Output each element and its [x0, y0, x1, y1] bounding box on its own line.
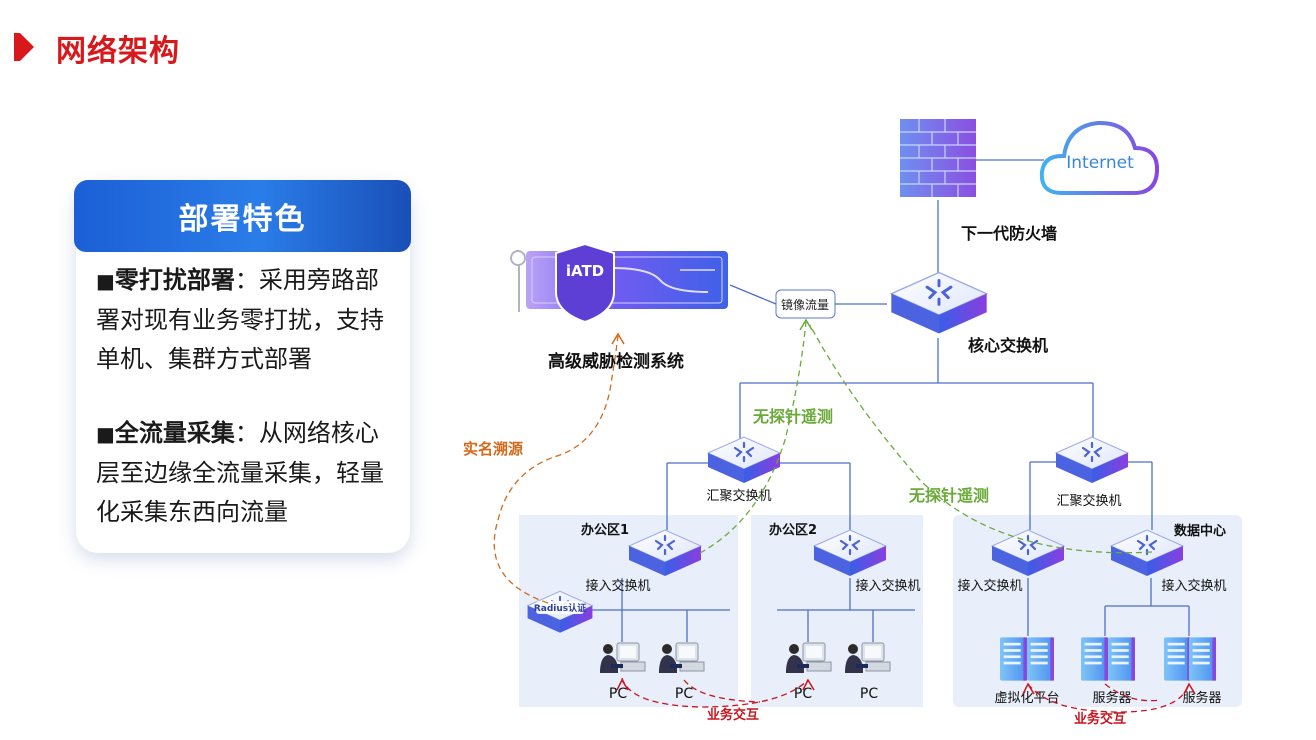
probe-label-left: 无探针遥测 [752, 407, 833, 426]
zone-office2-title: 办公区2 [769, 522, 817, 538]
feature-card-heading: 部署特色 [74, 180, 411, 252]
pc-label: PC [860, 686, 878, 702]
pc-icon [785, 642, 832, 674]
probe-label-right: 无探针遥测 [908, 486, 989, 505]
arrow-head-icon [802, 678, 815, 691]
pc-label: PC [794, 686, 812, 702]
feature-item-title: 零打扰部署 [114, 266, 235, 294]
firewall-label: 下一代防火墙 [961, 224, 1057, 243]
feature-item-title: 全流量采集 [114, 419, 235, 447]
internet-cloud-icon: Internet [1039, 120, 1160, 195]
atd-system-label: 高级威胁检测系统 [548, 351, 684, 372]
server-icon [1108, 637, 1135, 681]
atd-appliance-icon: iATD [510, 242, 728, 324]
feature-item-text: ：从网络核心层至边缘全流量采集，轻量化采集东西向流量 [96, 419, 384, 526]
arrow-head-icon [1183, 682, 1196, 695]
pc-icon [844, 642, 891, 674]
business-flow-right-inner [1104, 683, 1161, 702]
mirror-traffic-label: 镜像流量 [781, 297, 829, 312]
feature-item-text: ：采用旁路部署对现有业务零打扰，支持单机、集群方式部署 [96, 266, 384, 373]
access-switch-dc1-label: 接入交换机 [957, 578, 1022, 594]
core-switch-icon [889, 270, 989, 336]
pc-label: PC [675, 686, 693, 702]
arrow-head-icon [799, 318, 813, 331]
business-flow-left-inner [683, 679, 761, 703]
access-switch-dc2-label: 接入交换机 [1161, 578, 1226, 594]
zone-datacenter-title: 数据中心 [1174, 523, 1226, 539]
trace-flow [493, 335, 619, 604]
server-icon [1164, 637, 1191, 681]
feature-item-zero-disturb: ■零打扰部署：采用旁路部署对现有业务零打扰，支持单机、集群方式部署 [96, 261, 396, 379]
probe-flow-right [809, 324, 1153, 554]
agg-switch-left-icon [706, 435, 782, 485]
atd-badge-label: iATD [566, 262, 604, 280]
server-icon [1000, 637, 1027, 681]
business-flow-right [1027, 683, 1190, 713]
business-label-left: 业务交互 [707, 707, 759, 723]
agg-switch-right-label: 汇聚交换机 [1056, 493, 1121, 509]
arrow-head-icon [616, 678, 629, 691]
pc-icon [658, 642, 705, 674]
bullet-square-icon: ■ [96, 269, 115, 293]
arrow-head-icon [611, 332, 625, 345]
bullet-square-icon: ■ [96, 422, 115, 446]
trace-label: 实名溯源 [463, 440, 523, 458]
server-icon [1027, 637, 1054, 681]
business-label-right: 业务交互 [1074, 711, 1126, 727]
pc-label: PC [609, 686, 627, 702]
core-switch-label: 核心交换机 [968, 336, 1048, 355]
internet-label: Internet [1066, 153, 1134, 173]
zone-office1-title: 办公区1 [581, 522, 629, 538]
server-label: 服务器 [1092, 690, 1131, 706]
title-marker-icon [14, 33, 34, 61]
feature-item-full-traffic: ■全流量采集：从网络核心层至边缘全流量采集，轻量化采集东西向流量 [96, 414, 396, 532]
agg-switch-right-icon [1054, 435, 1130, 485]
radius-auth-label: Radius认证 [534, 602, 586, 614]
agg-switch-left-label: 汇聚交换机 [706, 488, 771, 504]
mirror-traffic-box [775, 289, 836, 319]
probe-flow-left [699, 321, 807, 554]
server-icon [1189, 637, 1216, 681]
firewall-icon [900, 119, 976, 197]
access-switch-office2-label: 接入交换机 [855, 578, 920, 594]
access-switch-office1-label: 接入交换机 [585, 578, 650, 594]
pc-icon [599, 642, 646, 674]
arrow-head-icon [1022, 682, 1035, 695]
server-label: 服务器 [1182, 690, 1221, 706]
virtual-platform-label: 虚拟化平台 [994, 691, 1059, 706]
server-icon [1081, 637, 1108, 681]
page-title: 网络架构 [56, 34, 180, 69]
